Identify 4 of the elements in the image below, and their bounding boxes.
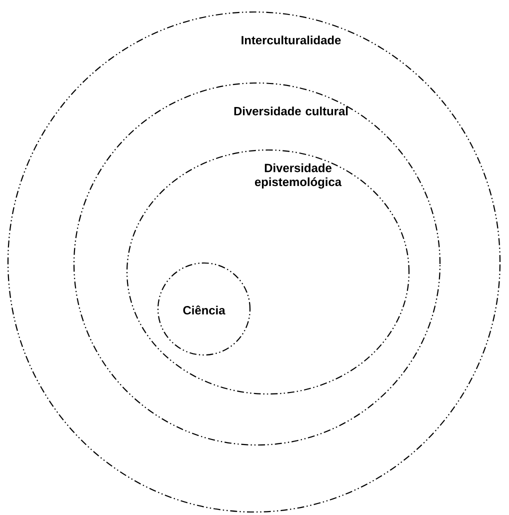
circle-label: Diversidade cultural bbox=[234, 106, 348, 116]
circle-label: Diversidade epistemológica bbox=[254, 163, 342, 189]
circle-label: Interculturalidade bbox=[242, 36, 341, 44]
circle-label: Ciência bbox=[183, 305, 226, 315]
